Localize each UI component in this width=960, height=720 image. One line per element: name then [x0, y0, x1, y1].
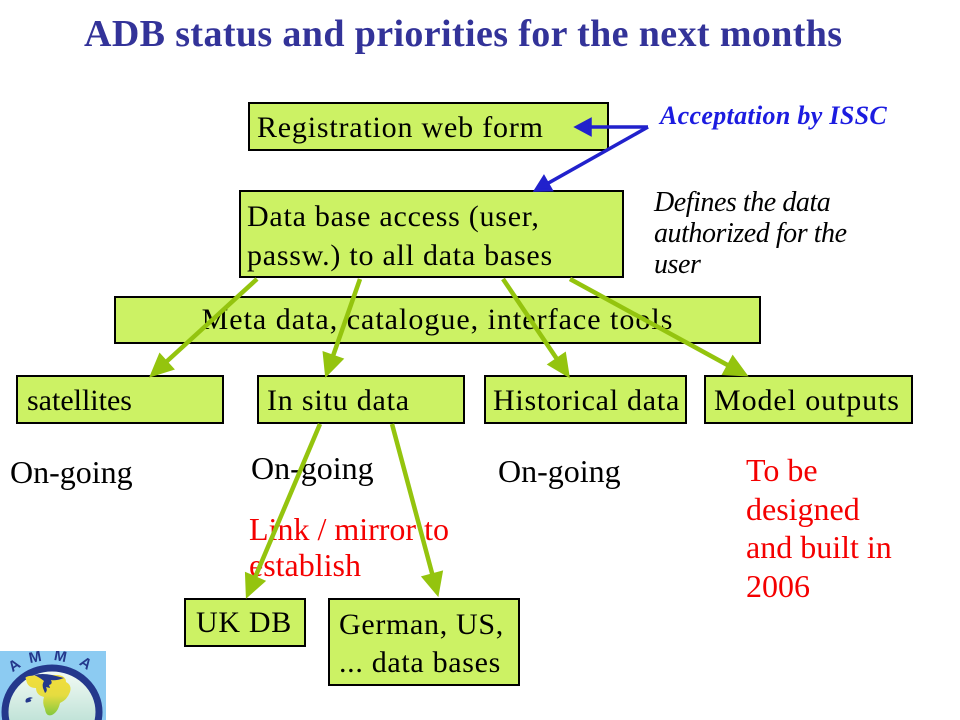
svg-text:M: M: [53, 651, 69, 666]
svg-text:M: M: [27, 651, 43, 667]
